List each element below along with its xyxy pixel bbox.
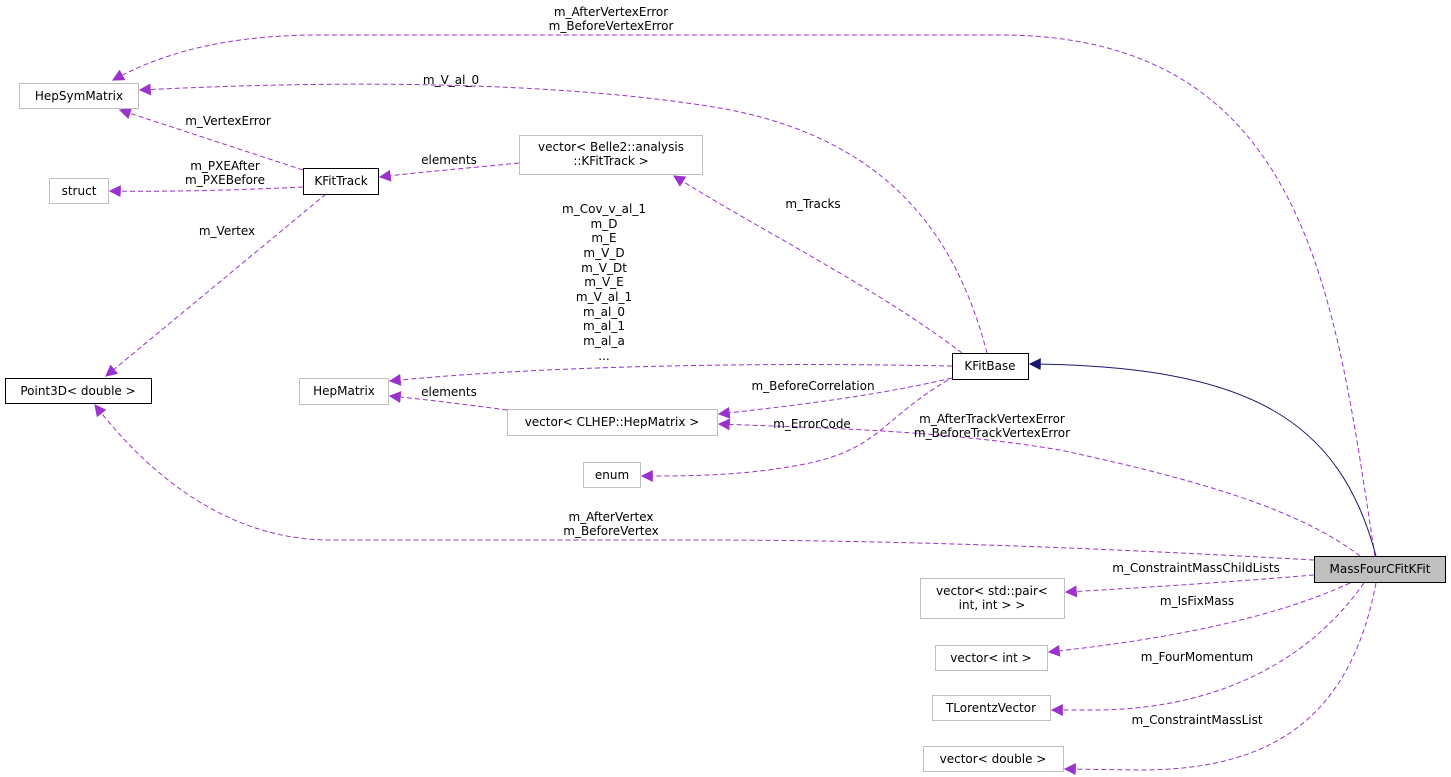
edge-label: m_BeforeVertexError (549, 19, 674, 33)
edge-elements-matrix (388, 391, 508, 411)
edge-pxe (108, 185, 304, 198)
edge-label: m_AfterVertex (568, 510, 653, 524)
edge-label: m_Tracks (785, 197, 840, 211)
edge-constraint-mass-list (1063, 582, 1377, 776)
edge-label: m_IsFixMass (1160, 594, 1234, 608)
node-label: MassFourCFitKFit (1330, 562, 1431, 576)
node-label: HepSymMatrix (35, 89, 123, 103)
node-hepmatrix[interactable]: HepMatrix (299, 378, 389, 405)
edge-label: m_V_Dt (581, 261, 627, 275)
edge-label: m_BeforeVertex (563, 524, 659, 538)
edge-label: m_al_0 (583, 305, 625, 319)
edge-child-lists (1064, 574, 1315, 598)
node-struct: struct (49, 178, 109, 204)
edge-label: m_AfterTrackVertexError (919, 412, 1065, 426)
edge-inheritance-kfitbase (1028, 358, 1377, 557)
edge-label: m_VertexError (185, 114, 271, 128)
node-vector-pair[interactable]: vector< std::pair< int, int > > (920, 578, 1065, 619)
node-vector-kfittrack[interactable]: vector< Belle2::analysis ::KFitTrack > (519, 135, 703, 175)
node-label: vector< int > (950, 651, 1031, 665)
edge-label: elements (421, 385, 477, 399)
node-label: KFitTrack (314, 174, 367, 188)
edge-vertex-error-pair (111, 34, 1376, 557)
edge-label: m_V_D (583, 246, 624, 260)
node-vector-int[interactable]: vector< int > (935, 645, 1048, 671)
node-label: vector< Belle2::analysis (538, 140, 684, 154)
edge-label: m_PXEAfter (190, 159, 260, 173)
node-label: enum (595, 468, 629, 482)
node-label: vector< std::pair< (936, 584, 1048, 598)
edge-label: ... (598, 349, 609, 363)
node-enum: enum (583, 462, 641, 488)
edge-label: m_FourMomentum (1141, 650, 1253, 664)
edge-label: m_E (591, 231, 616, 245)
edge-vertex-pair (94, 404, 1315, 561)
edge-is-fix-mass (1047, 582, 1351, 657)
edge-vertex (105, 193, 327, 377)
edge-label: elements (421, 153, 477, 167)
node-label: KFitBase (964, 359, 1015, 373)
edge-tracks (672, 175, 963, 354)
edge-label: m_ConstraintMassChildLists (1112, 561, 1280, 575)
edge-label: m_Cov_v_al_1 (562, 202, 646, 216)
edge-label: m_al_a (583, 334, 625, 348)
node-kfittrack[interactable]: KFitTrack (303, 168, 379, 195)
edge-label: m_V_al_0 (423, 73, 479, 87)
edge-label: m_Vertex (199, 224, 255, 238)
edge-label: m_PXEBefore (185, 173, 265, 187)
node-label: vector< CLHEP::HepMatrix > (525, 415, 700, 429)
edge-error-code (640, 379, 949, 482)
edge-label: m_ErrorCode (773, 417, 851, 431)
node-label: ::KFitTrack > (573, 154, 648, 168)
edge-kfitbase-hepmatrix (388, 364, 953, 386)
node-massfourcfitkfit: MassFourCFitKFit (1314, 556, 1446, 583)
edge-before-correlation (717, 377, 953, 419)
edge-label: m_D (591, 217, 618, 231)
edge-label: m_V_E (584, 275, 623, 289)
edge-label: m_V_al_1 (576, 290, 632, 304)
edge-four-momentum (1050, 582, 1365, 716)
node-label: TLorentzVector (945, 701, 1036, 715)
node-kfitbase[interactable]: KFitBase (952, 353, 1029, 380)
node-vector-double[interactable]: vector< double > (923, 746, 1064, 772)
node-point3d[interactable]: Point3D< double > (5, 378, 152, 404)
node-tlorentzvector[interactable]: TLorentzVector (932, 695, 1051, 721)
node-label: struct (62, 184, 97, 198)
node-vector-hepmatrix[interactable]: vector< CLHEP::HepMatrix > (507, 409, 718, 436)
node-label: vector< double > (940, 752, 1047, 766)
edge-v-al-0 (138, 83, 988, 354)
node-label: int, int > > (959, 598, 1026, 612)
edge-label-list: m_Cov_v_al_1 m_D m_E m_V_D m_V_Dt m_V_E … (562, 202, 646, 363)
edge-track-vertex-error (717, 418, 1361, 557)
edge-label: m_BeforeCorrelation (751, 379, 874, 393)
edge-label: m_AfterVertexError (554, 5, 668, 19)
node-label: Point3D< double > (20, 384, 135, 398)
edge-elements-track (378, 162, 520, 182)
edge-label: m_BeforeTrackVertexError (914, 426, 1070, 440)
node-hepsymmatrix[interactable]: HepSymMatrix (19, 83, 139, 109)
edge-vertex-error (118, 107, 304, 171)
edge-label: m_al_1 (583, 319, 625, 333)
edge-label: m_ConstraintMassList (1131, 713, 1262, 727)
node-label: HepMatrix (313, 384, 375, 398)
